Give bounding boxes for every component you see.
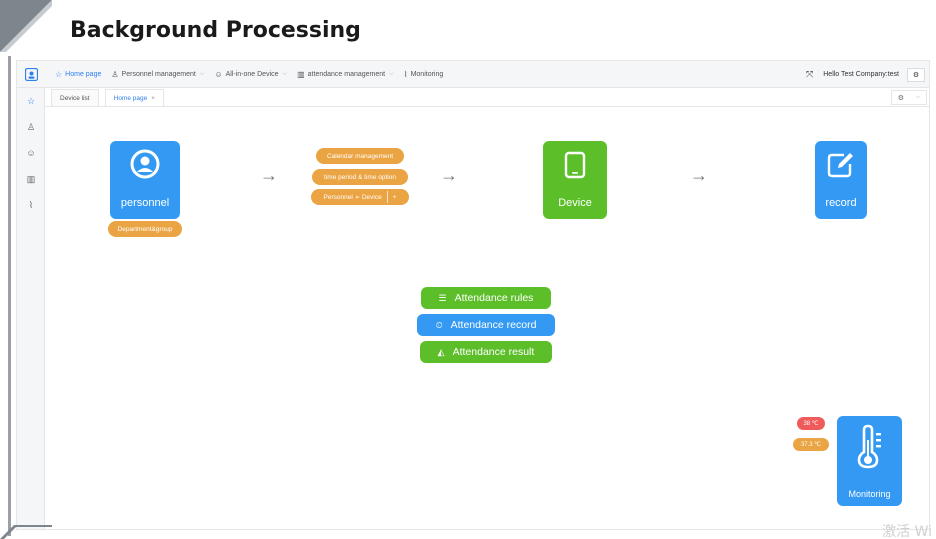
- record-label: record: [825, 197, 857, 209]
- sidebar-item-attendance[interactable]: ▥: [17, 166, 45, 192]
- greeting: Hello Test Company:test: [823, 71, 899, 78]
- nav-home-label: Home page: [65, 70, 102, 78]
- sidebar-item-personnel[interactable]: ♙: [17, 114, 45, 140]
- device-icon: ☺: [26, 148, 36, 158]
- area-chart-icon: ◭: [437, 346, 445, 357]
- attendance-rules-button[interactable]: ☰ Attendance rules: [421, 287, 551, 309]
- user-circle-icon: [130, 149, 160, 179]
- tab-device-list[interactable]: Device list: [51, 89, 99, 106]
- edit-icon: [827, 153, 853, 178]
- attendance-result-button[interactable]: ◭ Attendance result: [420, 341, 552, 363]
- monitoring-tile[interactable]: Monitoring: [837, 416, 902, 506]
- calendar-management-pill[interactable]: Calendar management: [316, 148, 404, 164]
- fullscreen-icon[interactable]: ⤧: [806, 69, 814, 79]
- face-scan-icon: [24, 67, 38, 81]
- corner-decoration: [0, 525, 52, 539]
- nav-device-label: All-in-one Device: [225, 70, 279, 78]
- tab-home-page[interactable]: Home page ×: [104, 89, 165, 106]
- close-icon[interactable]: ×: [151, 94, 156, 102]
- personnel-label: personnel: [120, 197, 170, 209]
- attendance-result-label: Attendance result: [452, 346, 535, 358]
- nav-attendance[interactable]: ▥ attendance management ⌵: [297, 61, 394, 88]
- personnel-device-pill[interactable]: Personnel ➢ Device +: [311, 189, 409, 205]
- temp-high-badge: 38 ℃: [797, 417, 825, 430]
- sidebar-item-monitoring[interactable]: ⌇: [17, 192, 45, 218]
- arrow-icon: →: [690, 165, 708, 185]
- user-menu-button[interactable]: ⚙: [907, 67, 925, 82]
- sidebar-item-device[interactable]: ☺: [17, 140, 45, 166]
- record-tile[interactable]: record: [815, 141, 867, 219]
- nav-device[interactable]: ☺ All-in-one Device ⌵: [214, 61, 287, 88]
- tablet-icon: [564, 151, 586, 179]
- tab-bar: Device list Home page × ⚙ ⌵: [45, 88, 929, 107]
- device-icon: ☺: [214, 69, 223, 79]
- department-group-pill[interactable]: Department&group: [108, 221, 182, 237]
- plus-icon[interactable]: +: [392, 193, 397, 201]
- star-icon: ☆: [55, 69, 63, 79]
- nav-attendance-label: attendance management: [307, 70, 386, 78]
- chevron-down-icon: ⌵: [199, 70, 205, 77]
- nav-personnel[interactable]: ♙ Personnel management ⌵: [111, 61, 204, 88]
- watermark: 激活 Wi: [882, 524, 932, 539]
- device-tile[interactable]: Device: [543, 141, 607, 219]
- thermometer-icon: ⌇: [403, 69, 408, 79]
- temp-normal-badge: 37.3 ℃: [793, 438, 829, 451]
- thermometer-icon: [857, 424, 881, 469]
- nav-monitoring-label: Monitoring: [410, 70, 444, 78]
- star-icon: ☆: [26, 95, 36, 106]
- tab-label: Device list: [60, 94, 90, 102]
- nav-home[interactable]: ☆ Home page: [55, 61, 101, 88]
- attendance-rules-label: Attendance rules: [454, 292, 534, 304]
- slide-title: Background Processing: [70, 18, 361, 43]
- settings-icon: ⚙: [912, 71, 920, 79]
- chart-icon: ▥: [26, 173, 36, 184]
- nav-personnel-label: Personnel management: [121, 70, 196, 78]
- sidebar-item-home[interactable]: ☆: [17, 88, 45, 114]
- device-label: Device: [558, 197, 592, 209]
- user-icon: ♙: [111, 69, 119, 79]
- chevron-down-icon: ⌵: [282, 70, 288, 77]
- chevron-down-icon: ⌵: [915, 94, 921, 100]
- tab-label: Home page: [113, 94, 148, 102]
- top-nav-bar: ☆ Home page ♙ Personnel management ⌵ ☺ A…: [17, 61, 929, 88]
- pill-divider: [386, 191, 388, 203]
- topbar-right: ⤧ Hello Test Company:test ⚙: [806, 61, 925, 88]
- app-window: ☆ Home page ♙ Personnel management ⌵ ☺ A…: [16, 60, 930, 530]
- chevron-down-icon: ⌵: [389, 70, 394, 77]
- arrow-icon: →: [440, 165, 458, 185]
- corner-decoration: [0, 0, 52, 52]
- tab-options[interactable]: ⚙ ⌵: [891, 90, 927, 105]
- arrow-icon: →: [260, 165, 278, 185]
- nav-monitoring[interactable]: ⌇ Monitoring: [404, 61, 444, 88]
- left-rule: [8, 56, 11, 536]
- attendance-record-label: Attendance record: [450, 319, 537, 331]
- thermometer-icon: ⌇: [28, 199, 34, 210]
- chart-icon: ▥: [297, 69, 305, 79]
- gear-icon: ⚙: [897, 94, 905, 102]
- home-canvas: personnel Department&group → Calendar ma…: [45, 107, 929, 529]
- personnel-tile[interactable]: personnel: [110, 141, 180, 219]
- monitoring-label: Monitoring: [848, 489, 891, 499]
- sidebar: ☆ ♙ ☺ ▥ ⌇: [17, 88, 45, 529]
- personnel-device-label: Personnel ➢ Device: [323, 194, 382, 201]
- user-icon: ♙: [26, 121, 36, 132]
- attendance-record-button[interactable]: ⏲ Attendance record: [417, 314, 555, 336]
- sliders-icon: ☰: [438, 292, 447, 303]
- time-period-pill[interactable]: time period & time option: [312, 169, 408, 185]
- logo[interactable]: [17, 61, 45, 88]
- clock-icon: ⏲: [435, 319, 443, 330]
